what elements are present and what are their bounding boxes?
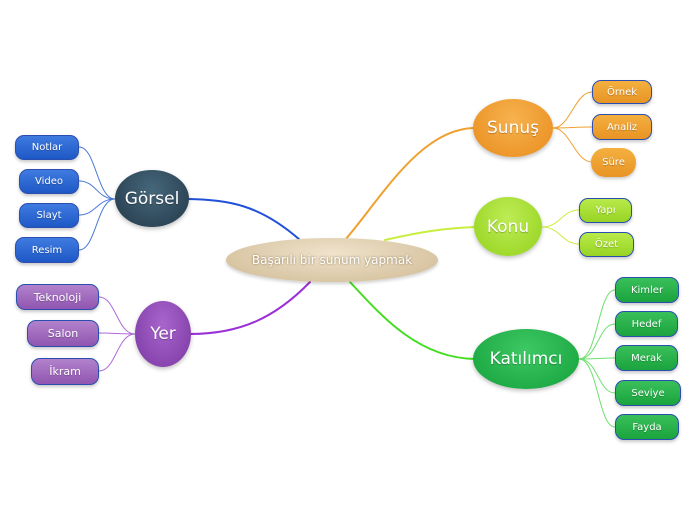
connector-center-konu bbox=[384, 226, 477, 241]
subtopic-merak[interactable]: Merak bbox=[615, 345, 678, 371]
topic-konu[interactable]: Konu bbox=[474, 197, 542, 256]
subtopic-analiz-label: Analiz bbox=[606, 121, 638, 133]
subtopic-slayt-label: Slayt bbox=[36, 210, 62, 221]
subtopic-merak-label: Merak bbox=[631, 352, 662, 364]
subtopic-yapi[interactable]: Yapı bbox=[579, 198, 632, 223]
connector-katilimci-kimler bbox=[578, 289, 616, 360]
connector-katilimci-hedef bbox=[578, 323, 616, 360]
center-topic[interactable]: Başarılı bir sunum yapmak bbox=[226, 238, 438, 282]
connector-center-gorsel bbox=[187, 198, 301, 241]
subtopic-ozet[interactable]: Özet bbox=[579, 232, 634, 257]
subtopic-sure-label: Süre bbox=[602, 157, 625, 168]
subtopic-seviye[interactable]: Seviye bbox=[615, 380, 681, 406]
subtopic-analiz[interactable]: Analiz bbox=[592, 114, 652, 140]
subtopic-slayt[interactable]: Slayt bbox=[19, 203, 79, 228]
subtopic-fayda[interactable]: Fayda bbox=[615, 414, 679, 440]
connector-gorsel-video bbox=[78, 180, 116, 200]
subtopic-yapi-label: Yapı bbox=[595, 205, 616, 216]
connector-katilimci-merak bbox=[578, 357, 616, 360]
connector-katilimci-seviye bbox=[578, 358, 616, 394]
subtopic-ornek-label: Örnek bbox=[606, 86, 638, 98]
connector-gorsel-notlar bbox=[78, 146, 116, 200]
connector-gorsel-slayt bbox=[78, 198, 116, 216]
subtopic-hedef-label: Hedef bbox=[631, 318, 662, 330]
subtopic-fayda-label: Fayda bbox=[632, 421, 662, 433]
subtopic-resim[interactable]: Resim bbox=[15, 237, 79, 263]
connector-yer-teknoloji bbox=[98, 296, 136, 335]
topic-sunus-label: Sunuş bbox=[487, 118, 539, 138]
subtopic-sure[interactable]: Süre bbox=[591, 148, 636, 177]
center-topic-label: Başarılı bir sunum yapmak bbox=[251, 253, 413, 267]
subtopic-teknoloji[interactable]: Teknoloji bbox=[16, 284, 99, 310]
subtopic-ozet-label: Özet bbox=[594, 239, 619, 250]
connector-sunus-sure bbox=[552, 127, 593, 163]
topic-sunus[interactable]: Sunuş bbox=[473, 99, 553, 157]
connector-konu-ozet bbox=[541, 226, 580, 245]
subtopic-resim-label: Resim bbox=[31, 244, 63, 256]
subtopic-salon-label: Salon bbox=[47, 327, 79, 340]
subtopic-ikram-label: İkram bbox=[49, 365, 81, 378]
topic-gorsel-label: Görsel bbox=[124, 188, 180, 209]
connector-center-yer bbox=[189, 281, 311, 335]
connector-katilimci-fayda bbox=[578, 358, 616, 428]
subtopic-kimler-label: Kimler bbox=[630, 284, 664, 296]
connector-gorsel-resim bbox=[78, 198, 116, 251]
topic-yer-label: Yer bbox=[150, 324, 176, 344]
topic-katilimci-label: Katılımcı bbox=[489, 349, 563, 369]
subtopic-seviye-label: Seviye bbox=[631, 387, 665, 399]
connector-yer-ikram bbox=[98, 333, 136, 372]
subtopic-notlar-label: Notlar bbox=[31, 142, 63, 153]
connector-sunus-analiz bbox=[552, 126, 593, 129]
subtopic-notlar[interactable]: Notlar bbox=[15, 135, 79, 160]
subtopic-ikram[interactable]: İkram bbox=[31, 358, 99, 385]
topic-konu-label: Konu bbox=[486, 216, 530, 237]
connector-sunus-ornek bbox=[552, 91, 593, 129]
connector-yer-salon bbox=[98, 332, 136, 335]
topic-yer[interactable]: Yer bbox=[135, 301, 191, 367]
subtopic-video[interactable]: Video bbox=[19, 169, 79, 194]
connector-center-katilimci bbox=[349, 281, 476, 360]
subtopic-kimler[interactable]: Kimler bbox=[615, 277, 679, 303]
topic-katilimci[interactable]: Katılımcı bbox=[473, 329, 579, 389]
subtopic-video-label: Video bbox=[34, 176, 64, 187]
topic-gorsel[interactable]: Görsel bbox=[115, 170, 189, 227]
connector-center-sunus bbox=[344, 127, 476, 241]
connector-konu-yapi bbox=[541, 209, 580, 228]
subtopic-ornek[interactable]: Örnek bbox=[592, 80, 652, 104]
subtopic-hedef[interactable]: Hedef bbox=[615, 311, 678, 337]
subtopic-teknoloji-label: Teknoloji bbox=[33, 290, 82, 304]
subtopic-salon[interactable]: Salon bbox=[27, 320, 99, 347]
